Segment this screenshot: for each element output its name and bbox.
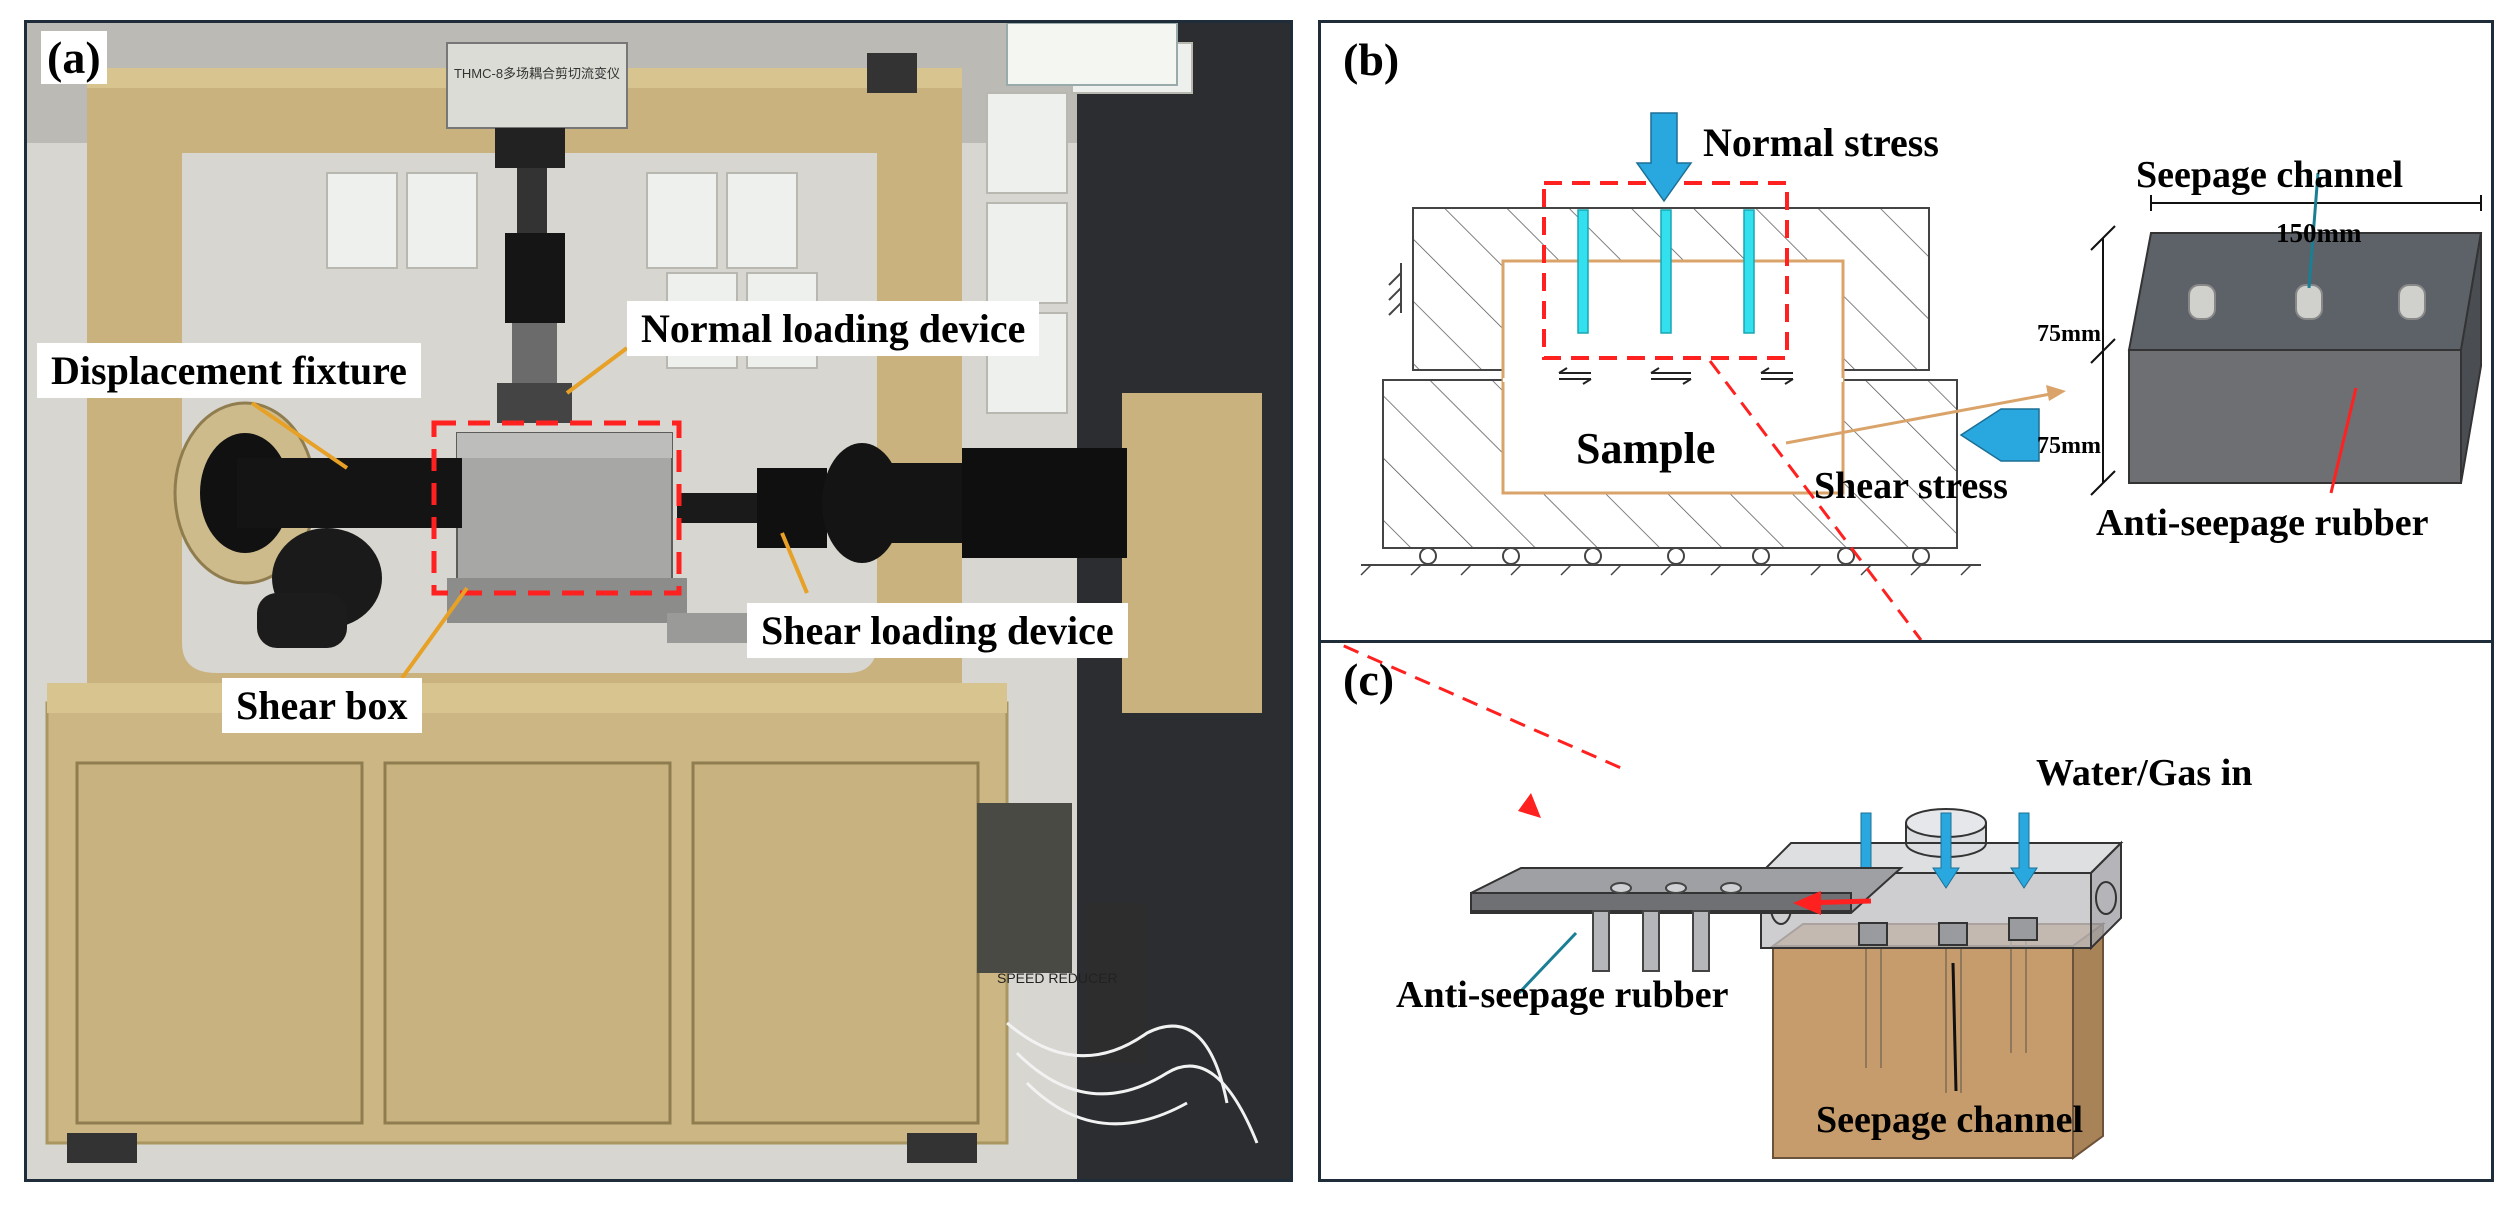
assembly-drawing	[1333, 643, 2124, 1160]
panel-c-assembly: (c) Water/Gas in Anti-seepage rubber See…	[1318, 640, 2494, 1182]
svg-text:SPEED REDUCER: SPEED REDUCER	[997, 970, 1118, 986]
seepage-channel-label: Seepage channel	[2136, 154, 2404, 196]
panel-a-label: (a)	[41, 31, 107, 84]
panel-b-schematic: (b) Normal stress Sample Shear stress Se…	[1318, 20, 2494, 643]
label-normal-loading-device: Normal loading device	[627, 301, 1040, 356]
shear-schematic	[1360, 112, 2483, 640]
anti-seepage-rubber-label-c: Anti-seepage rubber	[1396, 974, 1729, 1016]
seepage-channel-label-c: Seepage channel	[1816, 1099, 2084, 1141]
label-displacement-fixture: Displacement fixture	[37, 343, 421, 398]
anti-seepage-rubber-label: Anti-seepage rubber	[2096, 502, 2429, 544]
dim-upper-label: 75mm	[2037, 321, 2101, 347]
sample-label: Sample	[1576, 424, 1716, 473]
label-shear-box: Shear box	[222, 678, 422, 733]
panel-c-label: (c)	[1343, 654, 1395, 705]
normal-stress-label: Normal stress	[1703, 120, 1939, 165]
dim-lower-label: 75mm	[2037, 433, 2101, 459]
label-shear-loading-device: Shear loading device	[747, 603, 1128, 658]
dim-width-label: 150mm	[2276, 218, 2362, 248]
panel-b-label: (b)	[1343, 34, 1400, 85]
svg-text:THMC-8多场耦合剪切流变仪: THMC-8多场耦合剪切流变仪	[454, 66, 620, 81]
panel-a-photo: THMC-8多场耦合剪切流变仪 SPEED REDUCER	[24, 20, 1293, 1182]
shear-stress-label: Shear stress	[1814, 465, 2008, 507]
apparatus-photo: THMC-8多场耦合剪切流变仪 SPEED REDUCER	[27, 23, 1290, 1179]
water-gas-in-label: Water/Gas in	[2036, 752, 2253, 794]
